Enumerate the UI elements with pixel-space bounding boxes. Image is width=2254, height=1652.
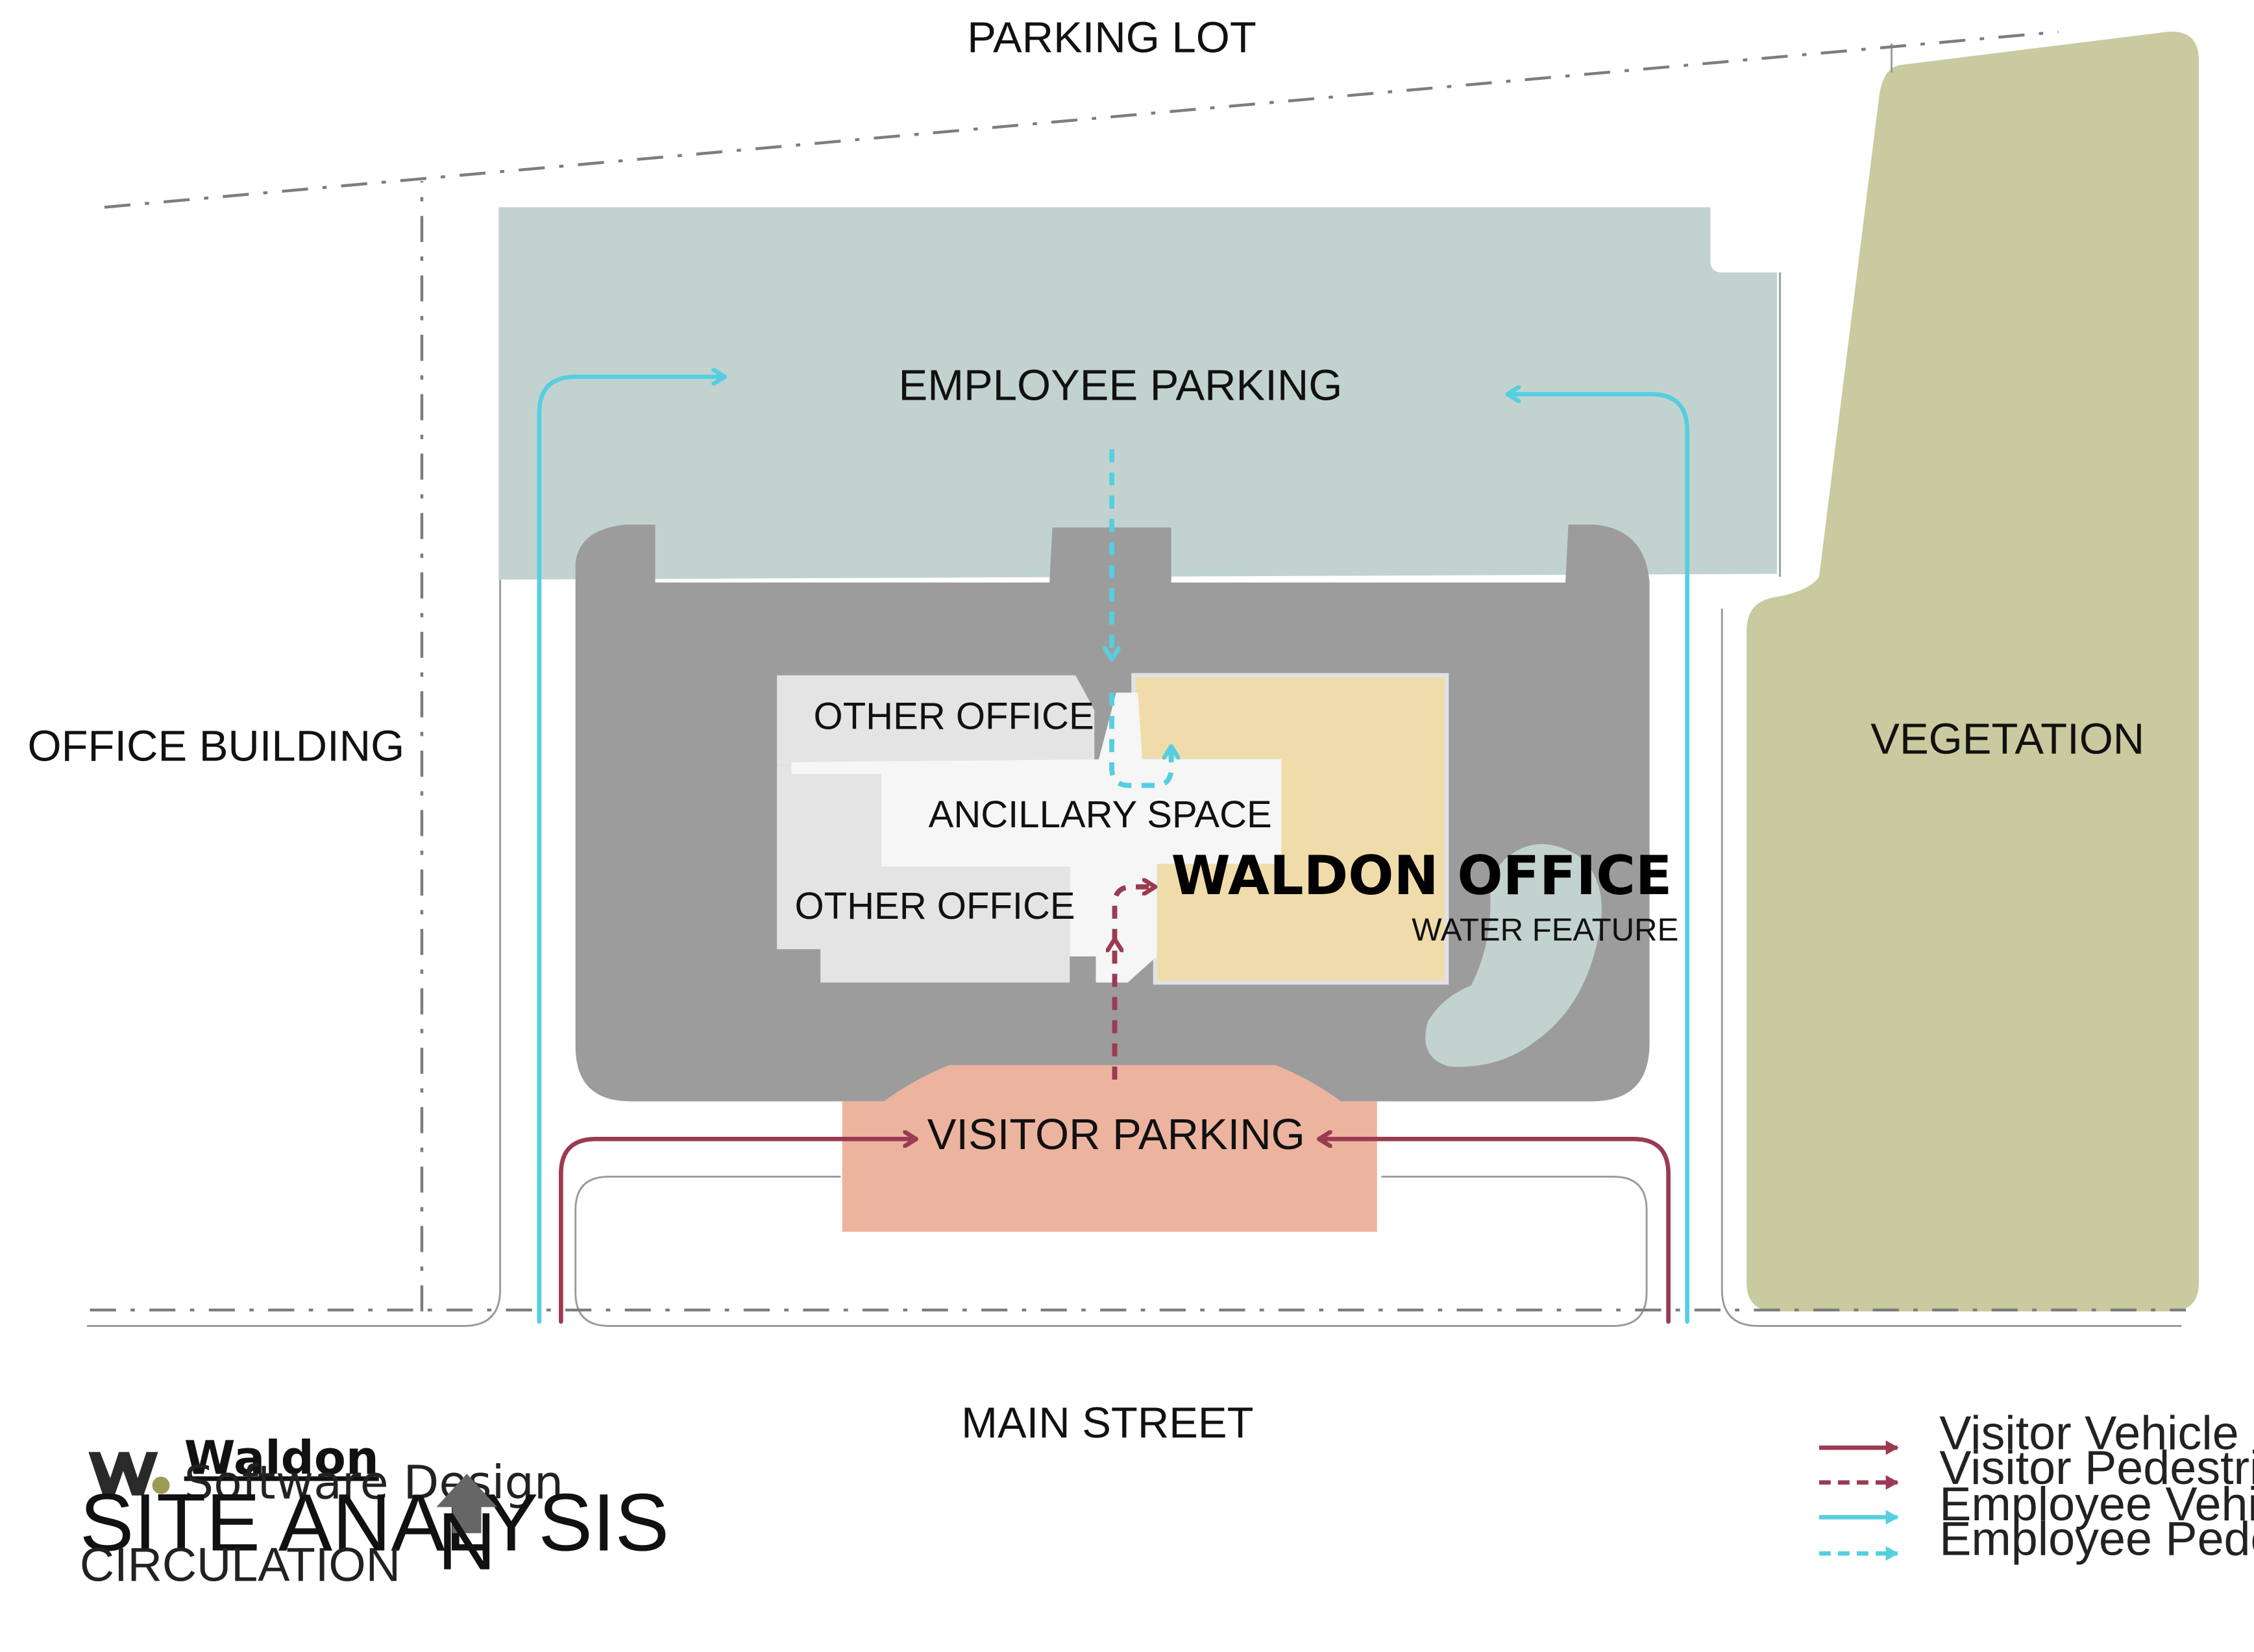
vegetation-label: VEGETATION xyxy=(1870,714,2144,763)
brand-block: Waldon Software Design SITE ANALYSIS CIR… xyxy=(80,1431,669,1591)
employee-pedestrian-routes xyxy=(1109,449,1171,788)
legend-item-visitor-pedestrian: Visitor Pedestrian xyxy=(1819,1440,2254,1494)
waldon-logo-icon xyxy=(88,1452,158,1496)
other-office-bottom xyxy=(777,765,1070,983)
visitor-vehicle-routes xyxy=(559,1139,1671,1324)
other-office-bottom-label: OTHER OFFICE xyxy=(795,885,1075,927)
north-arrow-icon xyxy=(436,1474,498,1533)
vegetation-area xyxy=(1746,31,2199,1312)
legend-label-employee-vehicle: Employee Vehicle xyxy=(1939,1477,2254,1531)
legend-label-visitor-pedestrian: Visitor Pedestrian xyxy=(1939,1440,2254,1494)
visitor-pedestrian-routes xyxy=(1115,887,1156,1080)
employee-vehicle-route-east xyxy=(1505,394,1690,1324)
legend-item-employee-vehicle: Employee Vehicle xyxy=(1819,1477,2254,1531)
page-title: SITE ANALYSIS xyxy=(80,1477,669,1568)
property-lines xyxy=(90,30,2186,1312)
logo-dot-icon xyxy=(152,1476,170,1494)
brand-name: Waldon xyxy=(184,1431,379,1485)
page-subtitle: CIRCULATION xyxy=(80,1538,400,1592)
office-building-label: OFFICE BUILDING xyxy=(27,722,404,771)
employee-pedestrian-route-turn xyxy=(1109,692,1171,788)
main-street-label: MAIN STREET xyxy=(961,1398,1253,1447)
visitor-parking-label: VISITOR PARKING xyxy=(927,1110,1305,1159)
legend-label-visitor-vehicle: Visitor Vehicle xyxy=(1939,1405,2238,1459)
waldon-office-label: WALDON OFFICE xyxy=(1171,845,1672,907)
visitor-vehicle-route-east xyxy=(1317,1139,1671,1324)
other-office-top xyxy=(777,675,1095,766)
employee-vehicle-route-west xyxy=(537,377,728,1324)
water-feature-label: WATER FEATURE xyxy=(1412,912,1678,947)
road-outlines xyxy=(87,43,2182,1327)
ancillary-space-label: ANCILLARY SPACE xyxy=(929,794,1272,836)
brand-subtitle: Software Design xyxy=(184,1455,563,1509)
employee-vehicle-routes xyxy=(537,377,1690,1324)
north-label: N xyxy=(437,1496,496,1587)
visitor-pedestrian-route-turn xyxy=(1112,887,1156,942)
water-feature xyxy=(1425,844,1602,1067)
visitor-parking-area xyxy=(842,1065,1377,1232)
other-office-top-label: OTHER OFFICE xyxy=(814,695,1094,737)
employee-parking-area xyxy=(498,207,1778,580)
ancillary-space-area xyxy=(791,692,1282,983)
visitor-vehicle-route-west xyxy=(559,1139,918,1324)
legend-label-employee-pedestrian: Employee Pedestrian xyxy=(1939,1511,2254,1565)
legend-item-employee-pedestrian: Employee Pedestrian xyxy=(1819,1511,2254,1565)
legend: Visitor Vehicle Visitor Pedestrian Emplo… xyxy=(1819,1405,2254,1565)
legend-item-visitor-vehicle: Visitor Vehicle xyxy=(1819,1405,2239,1459)
parking-lot-label: PARKING LOT xyxy=(967,13,1256,62)
north-indicator: N xyxy=(436,1474,498,1587)
employee-parking-label: EMPLOYEE PARKING xyxy=(899,361,1343,409)
